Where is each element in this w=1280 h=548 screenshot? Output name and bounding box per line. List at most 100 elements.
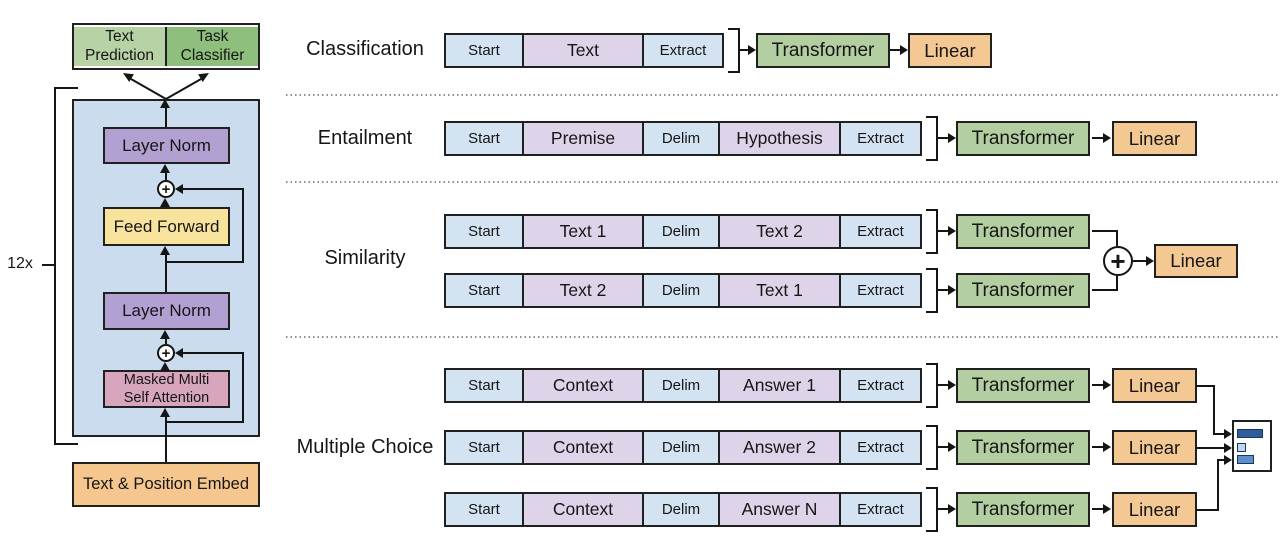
masked-attention-box: Masked Multi Self Attention <box>103 370 230 408</box>
mc-transformer-1: Transformer <box>956 368 1090 403</box>
token-answer-2: Answer 2 <box>718 432 839 463</box>
similarity-elbow1-v <box>1116 231 1118 246</box>
mc-conn1-h2 <box>1213 432 1224 435</box>
token-delim: Delim <box>642 216 718 247</box>
similarity-sum-arrowhead <box>1146 256 1154 266</box>
token-extract: Extract <box>839 370 920 401</box>
classification-t2l-line <box>890 49 900 51</box>
similarity-sum-arrow-line <box>1133 260 1146 262</box>
similarity-elbow1-h <box>1092 230 1118 232</box>
token-start: Start <box>446 216 522 247</box>
similarity-input-sequence-1: Start Text 1 Delim Text 2 Extract <box>444 214 922 249</box>
entailment-t2l-arrowhead <box>1103 133 1111 143</box>
sum-to-norm-top-line <box>165 172 167 180</box>
entailment-arrowhead <box>948 133 956 143</box>
entailment-input-sequence: Start Premise Delim Hypothesis Extract <box>444 121 922 156</box>
mc-linear-2: Linear <box>1112 430 1197 465</box>
token-start: Start <box>446 35 522 66</box>
mc-conn2-h <box>1196 446 1224 449</box>
token-context: Context <box>522 432 642 463</box>
residual-sum-top: + <box>157 180 175 198</box>
score-bar-1 <box>1237 429 1263 438</box>
residual1-line-h <box>165 261 244 263</box>
token-text1: Text 1 <box>522 216 642 247</box>
separator-3 <box>286 336 1280 338</box>
norm-to-output-arrowhead <box>160 99 170 108</box>
embedding-box: Text & Position Embed <box>72 462 260 507</box>
token-text2: Text 2 <box>718 216 839 247</box>
similarity-bracket-2 <box>926 268 938 313</box>
mc-arrowhead-2 <box>948 442 956 452</box>
token-start: Start <box>446 275 522 306</box>
similarity-arrow-line-2 <box>938 289 948 291</box>
mc-conn1-h <box>1196 384 1215 387</box>
residual-sum-bottom: + <box>157 344 175 362</box>
layer-norm-top-box: Layer Norm <box>103 127 230 164</box>
entailment-label: Entailment <box>317 127 413 149</box>
similarity-arrowhead-1 <box>948 226 956 236</box>
attention-to-sum-arrowhead <box>160 362 170 371</box>
mc-conn1-v <box>1213 385 1215 435</box>
token-start: Start <box>446 494 522 525</box>
embed-arrow-line <box>165 416 167 462</box>
mc-conn3-h2 <box>1217 458 1224 461</box>
similarity-arrowhead-2 <box>948 285 956 295</box>
token-extract: Extract <box>839 432 920 463</box>
residual2-line-h <box>165 421 244 423</box>
entailment-linear: Linear <box>1112 121 1197 156</box>
similarity-arrow-line-1 <box>938 230 948 232</box>
repeat-bracket-line <box>54 87 56 445</box>
residual2-arrowhead <box>175 348 183 358</box>
classification-input-sequence: Start Text Extract <box>444 33 724 68</box>
multiple-choice-input-sequence-2: Start Context Delim Answer 2 Extract <box>444 430 922 465</box>
mc-bracket-3 <box>926 487 938 532</box>
mc-conn3-h <box>1196 508 1219 511</box>
ff-to-sum-arrowhead <box>160 198 170 207</box>
output-heads-box: Text Prediction Task Classifier <box>72 23 260 70</box>
entailment-arrow-line <box>938 137 948 139</box>
mc-conn2-arrowhead <box>1224 442 1232 453</box>
similarity-bracket-1 <box>926 209 938 254</box>
classification-t2l-arrowhead <box>900 45 908 55</box>
token-extract: Extract <box>642 35 722 66</box>
classification-linear: Linear <box>908 33 992 68</box>
token-delim: Delim <box>642 275 718 306</box>
score-bar-3 <box>1237 455 1254 464</box>
classification-transformer: Transformer <box>756 33 890 68</box>
token-text2: Text 2 <box>522 275 642 306</box>
residual1-arrowhead <box>175 184 183 194</box>
similarity-sum-circle: + <box>1103 246 1133 276</box>
token-answer-n: Answer N <box>718 494 839 525</box>
entailment-transformer: Transformer <box>956 121 1090 156</box>
residual2-line-v <box>242 352 244 423</box>
mc-arrowhead-1 <box>948 380 956 390</box>
token-start: Start <box>446 123 522 154</box>
sum-to-norm-top-arrowhead <box>160 164 170 173</box>
feed-forward-box: Feed Forward <box>103 207 230 246</box>
similarity-transformer-1: Transformer <box>956 214 1090 249</box>
token-delim: Delim <box>642 494 718 525</box>
multiple-choice-input-sequence-3: Start Context Delim Answer N Extract <box>444 492 922 527</box>
score-bar-2 <box>1237 443 1246 452</box>
mc-conn1-arrowhead <box>1224 428 1232 439</box>
classification-label: Classification <box>306 38 424 60</box>
embed-arrowhead <box>160 408 170 417</box>
similarity-label: Similarity <box>324 247 406 269</box>
mc-bracket-2 <box>926 425 938 470</box>
masked-attention-label-1: Masked Multi <box>123 371 210 388</box>
mc-arrowhead-3 <box>948 504 956 514</box>
classification-arrowhead <box>748 45 756 55</box>
token-delim: Delim <box>642 432 718 463</box>
residual1-line-v <box>242 188 244 263</box>
mc-t2l-arrowhead-2 <box>1103 442 1111 452</box>
norm-to-ff-arrowhead <box>160 246 170 255</box>
mc-t2l-line-3 <box>1092 508 1103 510</box>
similarity-elbow2-v <box>1116 276 1118 291</box>
mc-bracket-1 <box>926 363 938 408</box>
token-extract: Extract <box>839 216 920 247</box>
separator-1 <box>286 94 1280 96</box>
multiple-choice-input-sequence-1: Start Context Delim Answer 1 Extract <box>444 368 922 403</box>
token-context: Context <box>522 370 642 401</box>
